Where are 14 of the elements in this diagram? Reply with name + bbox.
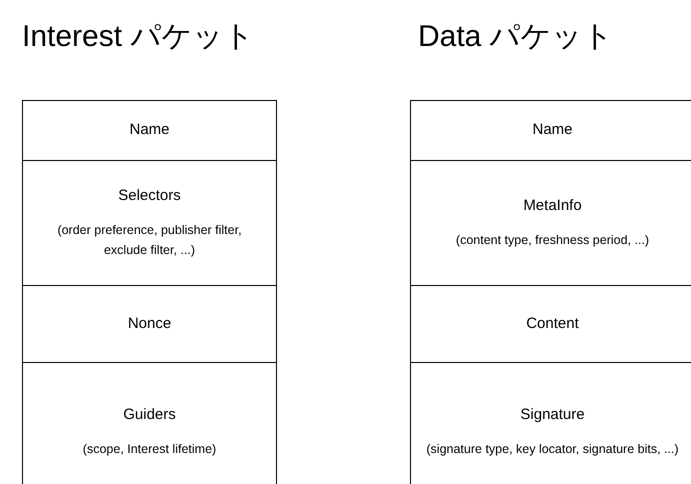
field-name: Content bbox=[526, 314, 579, 334]
field-name: Name bbox=[129, 120, 170, 140]
field-name: MetaInfo bbox=[523, 196, 582, 216]
field-name: Selectors bbox=[118, 186, 181, 206]
field-name: Name bbox=[532, 120, 572, 140]
field-description: (order preference, publisher filter, exclude filter, ...) bbox=[56, 222, 243, 259]
packet-title: Interest パケット bbox=[22, 19, 254, 55]
field-description: (content type, freshness period, ...) bbox=[454, 232, 650, 249]
field-name: Nonce bbox=[128, 314, 172, 334]
field-description: (signature type, key locator, signature bits, ...) bbox=[425, 441, 680, 458]
field-name: Signature bbox=[520, 405, 585, 425]
field-description: (scope, Interest lifetime) bbox=[82, 441, 218, 458]
field-name: Guiders bbox=[123, 405, 176, 425]
packet-title: Data パケット bbox=[418, 19, 614, 55]
